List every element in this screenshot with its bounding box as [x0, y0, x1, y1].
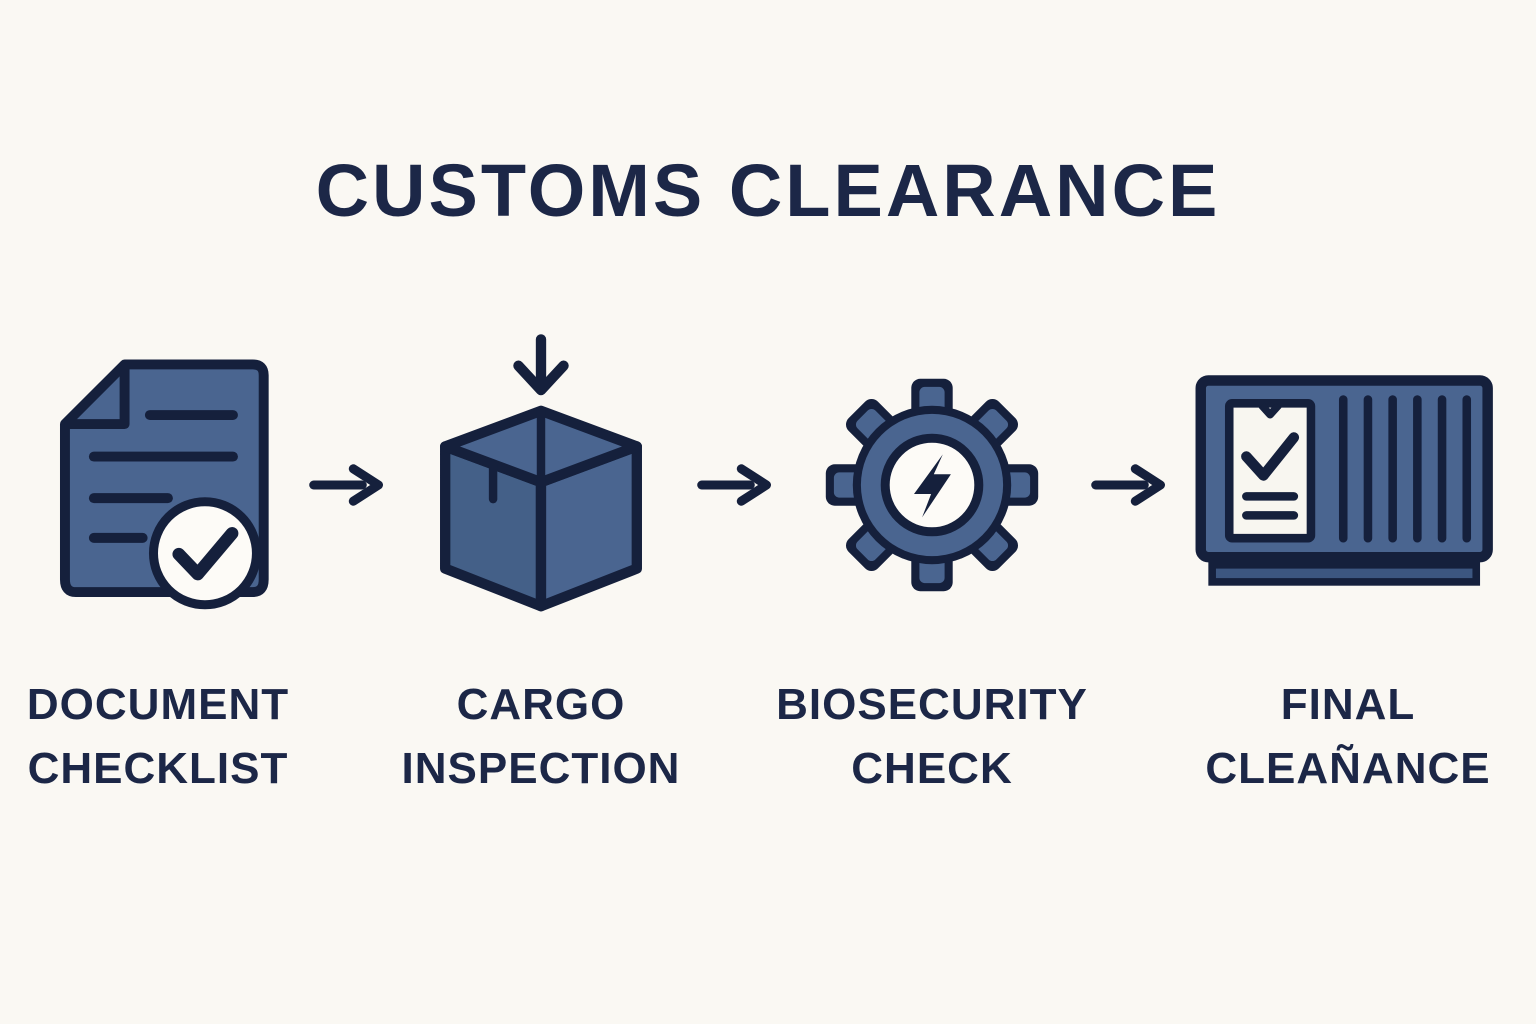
flow-arrow-icon — [697, 464, 771, 506]
checkmark-icon — [148, 496, 261, 609]
step-label-line2: INSPECTION — [401, 743, 681, 793]
step-label-line2: CHECK — [851, 743, 1013, 793]
container-base-rail — [1208, 561, 1481, 586]
flow-arrow-icon — [1091, 464, 1165, 506]
step-2-icon-cell — [386, 325, 696, 645]
shipping-container-icon — [1195, 375, 1493, 586]
step-3-label-cell: BIOSECURITY CHECK — [774, 673, 1090, 801]
process-flow: DOCUMENT CHECKLIST CARGO INSPECTION BIOS… — [0, 325, 1536, 801]
step-2-label-cell: CARGO INSPECTION — [386, 673, 696, 801]
step-label-line1: DOCUMENT — [26, 680, 290, 729]
step-label-line1: BIOSECURITY — [776, 680, 1088, 729]
flow-arrow-cell-2 — [696, 458, 774, 512]
cargo-box-icon — [440, 334, 642, 612]
step-label: CARGO INSPECTION — [386, 673, 696, 801]
document-checklist-icon — [59, 358, 269, 609]
page-title: CUSTOMS CLEARANCE — [315, 149, 1221, 232]
step-1-label-cell: DOCUMENT CHECKLIST — [8, 673, 308, 801]
step-label: BIOSECURITY CHECK — [774, 673, 1090, 801]
step-label-line2: CHECKLIST — [27, 743, 289, 793]
flow-arrow-icon — [309, 464, 383, 506]
gear-icon — [825, 378, 1039, 592]
step-4-icon-cell — [1168, 325, 1528, 645]
document-text-lines — [88, 409, 238, 543]
flow-arrow-cell-3 — [1090, 458, 1168, 512]
step-3-icon-cell — [774, 325, 1090, 645]
step-1-icon-cell — [8, 325, 308, 645]
clipboard-icon — [1224, 399, 1316, 543]
step-4-label-cell: FINAL CLEAÑANCE — [1168, 673, 1528, 801]
flow-arrow-cell-1 — [308, 458, 386, 512]
step-label-line1: CARGO — [456, 680, 626, 729]
lightning-bolt-icon — [914, 454, 951, 518]
step-label-line2: CLEAÑANCE — [1205, 743, 1491, 793]
container-ribs — [1338, 395, 1472, 543]
step-label: DOCUMENT CHECKLIST — [8, 673, 308, 801]
step-label: FINAL CLEAÑANCE — [1168, 673, 1528, 801]
step-label-line1: FINAL — [1280, 680, 1416, 729]
down-arrow-icon — [513, 334, 569, 396]
